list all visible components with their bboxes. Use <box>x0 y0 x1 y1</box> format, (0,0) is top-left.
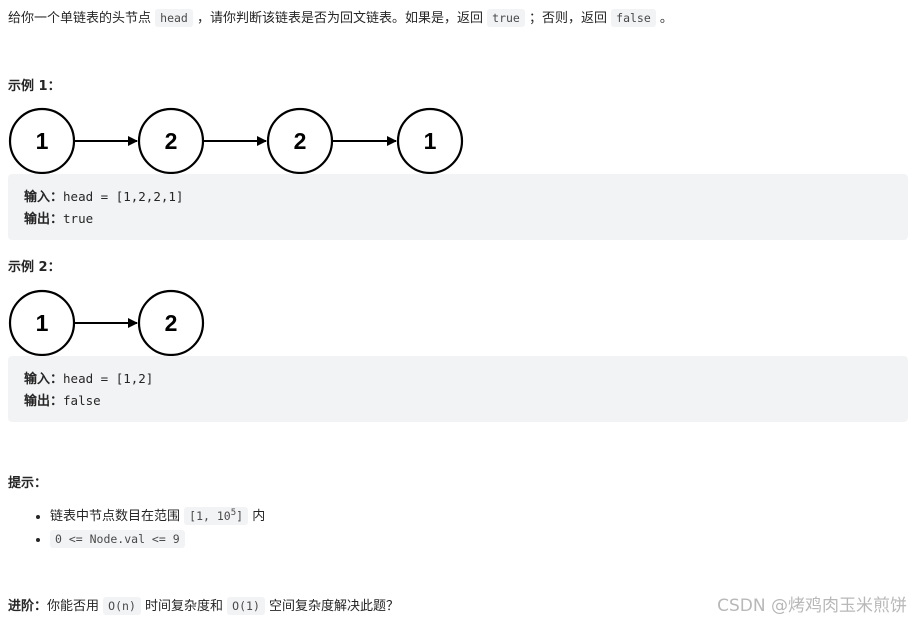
node-value-2: 2 <box>165 128 178 154</box>
node-value-2: 2 <box>165 310 178 336</box>
code-time-complexity: O(n) <box>103 597 141 615</box>
example-1-input: 输入：head = [1,2,2,1] <box>24 186 183 205</box>
constraint-val-code: 0 <= Node.val <= 9 <box>50 529 185 548</box>
range-start: [1, 10 <box>189 508 231 523</box>
constraint-suffix: 内 <box>252 508 266 524</box>
output-value: true <box>63 211 94 226</box>
input-value: head = [1,2,2,1] <box>63 189 184 204</box>
problem-statement: 给你一个单链表的头节点 head ，请你判断该链表是否为回文链表。如果是，返回 … <box>8 7 673 27</box>
constraint-item: 链表中节点数目在范围 [1, 105] 内 <box>50 502 265 528</box>
statement-text-3: ；否则，返回 <box>529 11 608 26</box>
follow-up-text-3: 空间复杂度解决此题？ <box>269 599 400 614</box>
constraint-range-code: [1, 105] <box>184 506 249 525</box>
constraint-text: 链表中节点数目在范围 <box>50 508 181 524</box>
output-label: 输出： <box>24 394 64 409</box>
example-2-input: 输入：head = [1,2] <box>24 368 153 387</box>
follow-up-text-2: 时间复杂度和 <box>145 599 224 614</box>
follow-up-label: 进阶： <box>8 599 48 614</box>
watermark: CSDN @烤鸡肉玉米煎饼 <box>717 596 907 616</box>
example-2-io-box: 输入：head = [1,2] 输出：false <box>8 356 908 422</box>
statement-text-4: 。 <box>659 11 673 26</box>
code-false: false <box>611 9 656 27</box>
follow-up-text-1: 你能否用 <box>47 599 100 614</box>
follow-up: 进阶：你能否用 O(n) 时间复杂度和 O(1) 空间复杂度解决此题？ <box>8 595 400 615</box>
statement-text-1: 给你一个单链表的头节点 <box>8 11 152 26</box>
example-2-title: 示例 2： <box>8 260 61 275</box>
code-space-complexity: O(1) <box>227 597 265 615</box>
hints-title: 提示： <box>8 476 48 491</box>
output-value: false <box>63 393 101 408</box>
example-2-diagram: 1 2 <box>8 289 205 357</box>
range-end: ] <box>236 508 244 523</box>
example-1-output: 输出：true <box>24 208 93 227</box>
list-node-4 <box>396 107 464 175</box>
constraint-item: 0 <= Node.val <= 9 <box>50 528 265 551</box>
code-head: head <box>155 9 193 27</box>
node-value-3: 2 <box>294 128 307 154</box>
constraints-list: 链表中节点数目在范围 [1, 105] 内 0 <= Node.val <= 9 <box>0 502 265 551</box>
example-2-output: 输出：false <box>24 390 101 409</box>
list-node-2 <box>137 107 205 175</box>
input-value: head = [1,2] <box>63 371 154 386</box>
output-label: 输出： <box>24 212 64 227</box>
list-node-2 <box>137 289 205 357</box>
list-node-3 <box>266 107 334 175</box>
statement-text-2: ，请你判断该链表是否为回文链表。如果是，返回 <box>197 11 484 26</box>
input-label: 输入： <box>24 190 64 205</box>
code-true: true <box>487 9 525 27</box>
example-1-title: 示例 1： <box>8 79 61 94</box>
node-value-1: 1 <box>36 310 49 336</box>
node-value-1: 1 <box>36 128 49 154</box>
input-label: 输入： <box>24 372 64 387</box>
example-1-diagram: 1 2 2 1 <box>8 107 464 175</box>
node-value-4: 1 <box>424 128 437 154</box>
list-node-1 <box>8 107 76 175</box>
list-node-1 <box>8 289 76 357</box>
range-exponent: 5 <box>230 508 237 518</box>
example-1-io-box: 输入：head = [1,2,2,1] 输出：true <box>8 174 908 240</box>
